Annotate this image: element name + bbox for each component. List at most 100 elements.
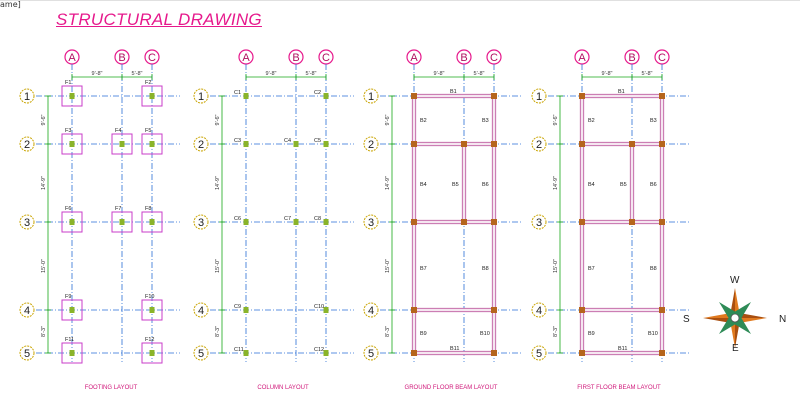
footing-label: F3 [65,128,71,134]
beam-label: B9 [420,331,427,337]
footing-column [149,141,155,147]
grid-bubble-row [19,136,35,152]
compass-point [729,318,735,348]
column-label: C3 [234,138,241,144]
beam-horizontal [413,219,495,225]
beam-label: B1 [618,89,625,95]
beam-column [491,141,497,147]
grid-bubble-row [363,214,379,230]
beam-column [629,219,635,225]
grid-row-label: 2 [24,139,30,151]
column [293,219,299,225]
window-top-border [0,0,800,1]
dimension-label: 9'-8" [92,71,103,77]
grid-row-label: 2 [198,139,204,151]
grid-column-label: A [578,52,586,64]
compass-north-label: N [779,314,786,325]
footing-column [69,350,75,356]
beam-horizontal [581,219,663,225]
window-tab[interactable]: ame] [0,0,21,9]
footing [61,211,83,233]
grid-row-label: 3 [198,217,204,229]
compass-point [735,288,741,318]
grid-row-label: 3 [536,217,542,229]
grid-bubble-row [531,214,547,230]
column [323,219,329,225]
compass-point-shade [735,318,741,348]
grid-bubble-row [531,136,547,152]
grid-column-label: A [68,52,76,64]
footing [141,133,163,155]
beam-label: B1 [450,89,457,95]
footing-label: F12 [145,337,154,343]
beam-label: B8 [482,266,489,272]
column-label: C7 [284,216,291,222]
column-label: C10 [314,304,324,310]
column [243,141,249,147]
footing-column [119,219,125,225]
beam-horizontal [413,307,495,313]
grid-column-label: C [490,52,498,64]
grid-bubble-row [193,302,209,318]
dimension-label: 9'-6" [41,114,47,125]
grid-column-label: B [460,52,467,64]
grid-bubble-row [531,88,547,104]
dimension-label: 8'-3" [215,326,221,337]
beam-label: B10 [648,331,658,337]
panel-caption: FOOTING LAYOUT [85,385,138,391]
column-label: C12 [314,347,324,353]
beam-label: B9 [588,331,595,337]
dimension-label: 14'-9" [385,176,391,190]
footing-column [149,219,155,225]
beam-column [659,350,665,356]
column-label: C11 [234,347,244,353]
panel-caption: COLUMN LAYOUT [257,385,309,391]
beam-horizontal [581,141,663,147]
grid-bubble-row [531,302,547,318]
dimension-label: 14'-9" [215,176,221,190]
dimension-label: 5'-8" [132,71,143,77]
beam-label: B2 [420,118,427,124]
beam-label: B2 [588,118,595,124]
grid-row-label: 5 [368,348,374,360]
column-label: C8 [314,216,321,222]
dimension-label: 9'-6" [553,114,559,125]
beam-column [659,219,665,225]
grid-row-label: 4 [24,305,30,317]
footing [111,211,133,233]
beam-column [461,141,467,147]
grid-bubble-row [193,88,209,104]
grid-bubble-row [531,345,547,361]
grid-bubble-row [19,88,35,104]
grid-column-label: B [628,52,635,64]
grid-column-label: B [292,52,299,64]
footing [141,211,163,233]
beam-column [461,219,467,225]
grid-bubble-row [19,302,35,318]
beam-horizontal [581,307,663,313]
dimension-label: 9'-8" [434,71,445,77]
beam-label: B11 [450,346,459,352]
footing-label: F8 [145,206,151,212]
footing [141,85,163,107]
grid-column-label: A [410,52,418,64]
dimension-label: 14'-9" [553,176,559,190]
footing-label: F2 [145,80,151,86]
panel-caption: FIRST FLOOR BEAM LAYOUT [577,385,661,391]
beam-label: B5 [620,182,627,188]
grid-row-label: 1 [198,91,204,103]
grid-column-label: C [658,52,666,64]
compass-point-shade [729,288,735,318]
footing-label: F4 [115,128,121,134]
compass-west-label: W [730,275,740,286]
dimension-label: 8'-3" [385,326,391,337]
column-label: C6 [234,216,241,222]
beam-label: B3 [482,118,489,124]
column-label: C4 [284,138,291,144]
beam-column [411,350,417,356]
grid-row-label: 4 [198,305,204,317]
footing-column [69,219,75,225]
grid-row-label: 3 [24,217,30,229]
footing [61,85,83,107]
beam-label: B7 [420,266,427,272]
